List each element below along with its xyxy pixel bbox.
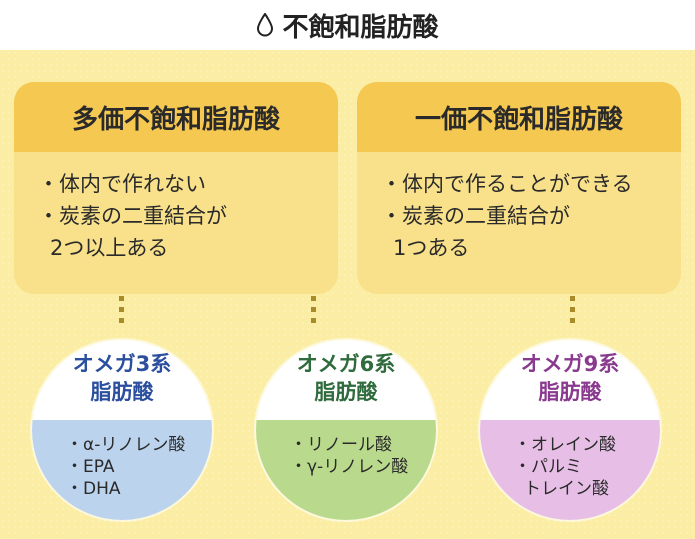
- circle-title-line: 脂肪酸: [314, 380, 378, 404]
- circle-title: オメガ9系 脂肪酸: [480, 340, 660, 420]
- omega6-circle: オメガ6系 脂肪酸 ・リノール酸 ・γ-リノレン酸: [256, 340, 436, 520]
- card-polyunsaturated: 多価不飽和脂肪酸 ・体内で作れない ・炭素の二重結合が 2つ以上ある: [14, 82, 338, 294]
- omega9-circle: オメガ9系 脂肪酸 ・オレイン酸 ・パルミ トレイン酸: [480, 340, 660, 520]
- circle-items: ・オレイン酸 ・パルミ トレイン酸: [480, 420, 660, 520]
- card-item: ・体内で作ることができる: [381, 172, 633, 196]
- circle-title-line: 脂肪酸: [90, 380, 154, 404]
- droplet-icon: [257, 13, 274, 37]
- page-title: 不飽和脂肪酸: [282, 12, 439, 43]
- circle-title: オメガ3系 脂肪酸: [32, 340, 212, 420]
- circle-item: ・リノール酸: [290, 435, 392, 455]
- circle-item: ・EPA: [66, 457, 115, 477]
- card-item: 1つある: [393, 236, 470, 260]
- card-heading: 多価不飽和脂肪酸: [14, 82, 338, 152]
- diagram-panel: 多価不飽和脂肪酸 ・体内で作れない ・炭素の二重結合が 2つ以上ある 一価不飽和…: [0, 50, 695, 539]
- circle-title: オメガ6系 脂肪酸: [256, 340, 436, 420]
- card-item: ・炭素の二重結合が: [381, 204, 570, 228]
- circle-items: ・リノール酸 ・γ-リノレン酸: [256, 420, 436, 520]
- card-item: ・炭素の二重結合が: [38, 204, 227, 228]
- card-monounsaturated: 一価不飽和脂肪酸 ・体内で作ることができる ・炭素の二重結合が 1つある: [357, 82, 681, 294]
- circle-item: ・DHA: [66, 479, 121, 499]
- page-title-row: 不飽和脂肪酸: [0, 0, 695, 50]
- connector-dots: [311, 296, 316, 329]
- card-body: ・体内で作れない ・炭素の二重結合が 2つ以上ある: [14, 152, 338, 264]
- omega3-circle: オメガ3系 脂肪酸 ・α-リノレン酸 ・EPA ・DHA: [32, 340, 212, 520]
- circle-item: ・γ-リノレン酸: [290, 457, 409, 477]
- circle-item: ・パルミ: [514, 457, 582, 477]
- card-body: ・体内で作ることができる ・炭素の二重結合が 1つある: [357, 152, 681, 264]
- circle-title-line: オメガ9系: [520, 352, 620, 376]
- circle-title-line: オメガ3系: [72, 352, 172, 376]
- circle-item: ・α-リノレン酸: [66, 435, 186, 455]
- circle-title-line: オメガ6系: [296, 352, 396, 376]
- connector-dots: [570, 296, 575, 329]
- card-heading: 一価不飽和脂肪酸: [357, 82, 681, 152]
- circle-item: ・オレイン酸: [514, 435, 616, 455]
- circle-title-line: 脂肪酸: [538, 380, 602, 404]
- circle-items: ・α-リノレン酸 ・EPA ・DHA: [32, 420, 212, 520]
- card-item: ・体内で作れない: [38, 172, 206, 196]
- connector-dots: [119, 296, 124, 329]
- circle-item: トレイン酸: [524, 479, 609, 499]
- card-item: 2つ以上ある: [50, 236, 169, 260]
